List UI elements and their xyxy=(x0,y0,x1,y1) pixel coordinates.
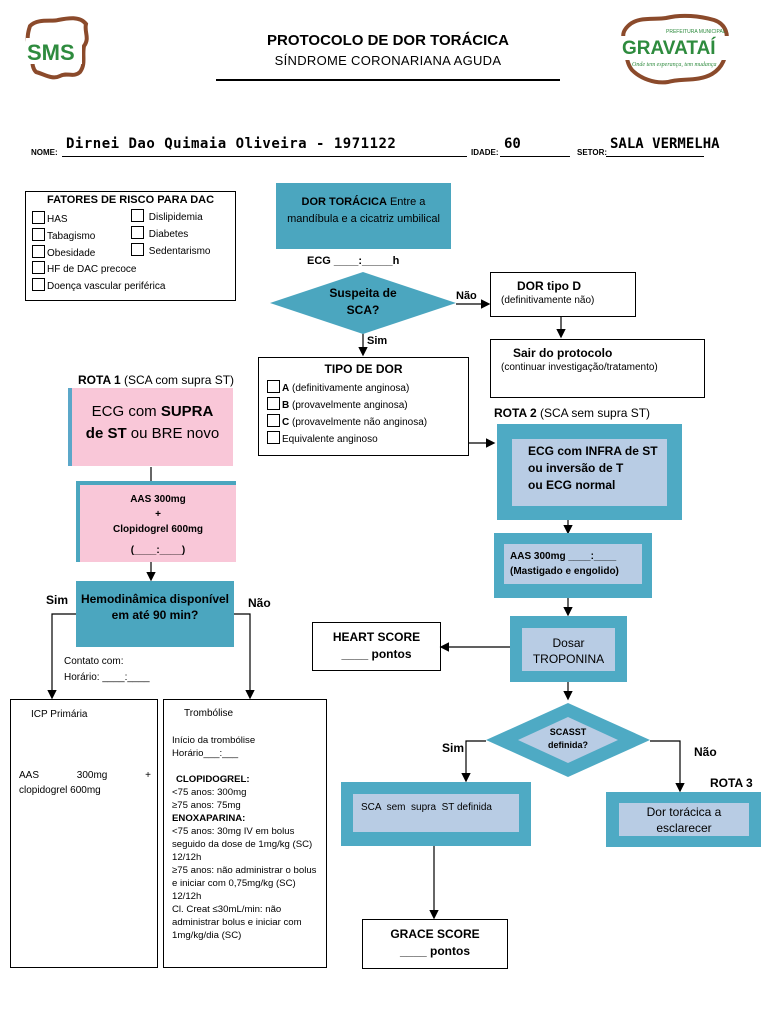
suspeita-diamond xyxy=(270,272,456,334)
rota1-ecg-box: ECG com SUPRA de ST ou BRE novo xyxy=(68,388,233,466)
dor-toracica-box: DOR TORÁCICA Entre a mandíbula e a cicat… xyxy=(276,183,451,249)
sim-label-2: Sim xyxy=(46,593,69,607)
risk-item-dislipidemia[interactable]: Dislipidemia xyxy=(131,209,210,226)
idade-label: IDADE: xyxy=(471,148,499,157)
gravatai-logo: PREFEITURA MUNICIPAL GRAVATAÍ Onde tem e… xyxy=(618,13,740,85)
risk-item-doenca-vascular[interactable]: Doença vascular periférica xyxy=(32,278,165,295)
setor-line xyxy=(606,156,704,157)
sca-sem-supra-box: SCA sem supra ST definida xyxy=(341,782,531,846)
sim-label-3: Sim xyxy=(442,741,465,755)
nao-label-1: Não xyxy=(456,290,477,302)
risk-item-has[interactable]: HAS xyxy=(32,211,95,228)
title-underline xyxy=(216,79,560,81)
rota1-heading: ROTA 1 (SCA com supra ST) xyxy=(78,373,235,387)
contato-com: Contato com: xyxy=(64,656,124,667)
setor-value: SALA VERMELHA xyxy=(610,136,720,152)
trombolise-text: Início da trombólise Horário___:___ CLOP… xyxy=(172,735,317,941)
gravatai-logo-tagline: Onde tem esperança, tem mudança xyxy=(632,62,716,68)
idade-line xyxy=(500,156,570,157)
page-title: PROTOCOLO DE DOR TORÁCICA xyxy=(267,32,509,49)
sim-label-1: Sim xyxy=(367,335,388,347)
ecg-time: ECG ____:_____h xyxy=(307,255,400,267)
tipo-dor-c[interactable]: C (provavelmente não anginosa) xyxy=(267,414,427,431)
risk-item-obesidade[interactable]: Obesidade xyxy=(32,245,95,262)
risk-item-tabagismo[interactable]: Tabagismo xyxy=(32,228,95,245)
contato-horario: Horário: ____:____ xyxy=(64,672,150,683)
suspeita-label: Suspeita de SCA? xyxy=(329,286,397,317)
sair-protocolo-box: Sair do protocolo (continuar investigaçã… xyxy=(490,339,705,398)
risk-item-sedentarismo[interactable]: Sedentarismo xyxy=(131,243,210,260)
dor-tipo-d-box: DOR tipo D (definitivamente não) xyxy=(490,272,636,317)
scasst-label: SCASST definida? xyxy=(548,727,588,750)
nao-label-3: Não xyxy=(694,745,717,759)
gravatai-logo-top: PREFEITURA MUNICIPAL xyxy=(666,29,726,35)
risk-item-hf-dac[interactable]: HF de DAC precoce xyxy=(32,261,165,278)
nome-line xyxy=(62,156,467,157)
icp-primaria-box: ICP Primária AAS 300mg + clopidogrel 600… xyxy=(10,699,158,968)
trombolise-box: Trombólise Início da trombólise Horário_… xyxy=(163,699,327,968)
nome-label: NOME: xyxy=(31,148,58,157)
rota2-ecg-box: ECG com INFRA de ST ou inversão de T ou … xyxy=(497,424,682,520)
risk-factors-title: FATORES DE RISCO PARA DAC xyxy=(46,194,215,206)
rota3-heading: ROTA 3 xyxy=(710,776,753,790)
idade-value: 60 xyxy=(504,136,521,152)
grace-score-box: GRACE SCORE ____ pontos xyxy=(362,919,508,969)
tipo-dor-b[interactable]: B (provavelmente anginosa) xyxy=(267,397,427,414)
dor-esclarecer-box: Dor torácica a esclarecer xyxy=(606,792,761,847)
nome-value: Dirnei Dao Quimaia Oliveira - 1971122 xyxy=(66,136,397,152)
risk-item-diabetes[interactable]: Diabetes xyxy=(131,226,210,243)
aas-clopidogrel-box: AAS 300mg + Clopidogrel 600mg (____:____… xyxy=(76,481,236,562)
tipo-dor-equivalente[interactable]: Equivalente anginoso xyxy=(267,431,427,448)
tipo-dor-box: TIPO DE DOR A (definitivamente anginosa)… xyxy=(258,357,469,456)
nao-label-2: Não xyxy=(248,596,271,610)
sms-logo: SMS xyxy=(25,16,89,80)
scasst-diamond xyxy=(486,703,650,777)
hemodinamica-box: Hemodinâmica disponível em até 90 min? xyxy=(76,581,234,647)
tipo-dor-a[interactable]: A (definitivamente anginosa) xyxy=(267,380,427,397)
risk-factors-box: FATORES DE RISCO PARA DAC HAS Tabagismo … xyxy=(25,191,236,301)
sms-logo-text: SMS xyxy=(27,40,75,65)
rota2-heading: ROTA 2 (SCA sem supra ST) xyxy=(494,406,651,420)
aas-mastigado-box: AAS 300mg ____:____ (Mastigado e engolid… xyxy=(494,533,652,598)
page-subtitle: SÍNDROME CORONARIANA AGUDA xyxy=(274,53,502,68)
gravatai-logo-text: GRAVATAÍ xyxy=(622,37,716,59)
dosar-troponina-box: Dosar TROPONINA xyxy=(510,616,627,682)
setor-label: SETOR: xyxy=(577,148,608,157)
heart-score-box: HEART SCORE ____ pontos xyxy=(312,622,441,671)
